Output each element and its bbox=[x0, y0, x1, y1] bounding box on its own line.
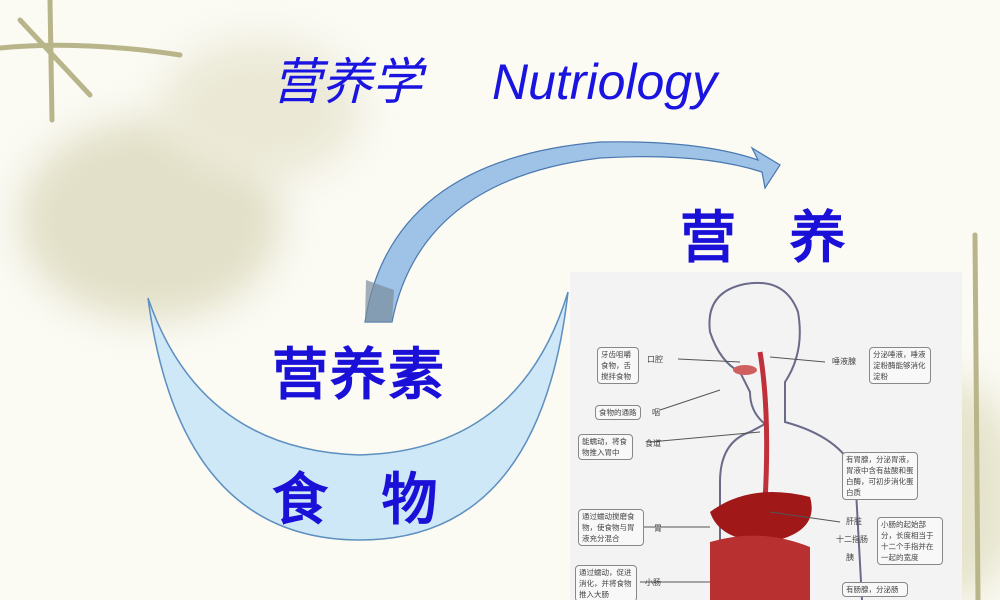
note-salivary: 分泌唾液，唾液淀粉酶能够消化淀粉 bbox=[869, 347, 931, 384]
digestive-system-diagram: 牙齿咀嚼食物，舌搅拌食物 口腔 食物的通路 咽 能蠕动，将食物推入胃中 食道 通… bbox=[570, 272, 962, 600]
organ-pharynx: 咽 bbox=[652, 408, 660, 417]
organ-stomach: 胃 bbox=[654, 524, 662, 533]
organ-mouth: 口腔 bbox=[647, 355, 663, 364]
note-pharynx: 食物的通路 bbox=[595, 405, 641, 420]
background-flower bbox=[160, 40, 360, 180]
note-stomach: 通过蠕动搅磨食物，使食物与胃液充分混合 bbox=[578, 509, 644, 546]
title-english: Nutriology bbox=[492, 54, 718, 110]
organ-salivary-gland: 唾液腺 bbox=[832, 357, 856, 366]
organ-esophagus: 食道 bbox=[645, 439, 661, 448]
curved-arrow bbox=[364, 141, 781, 323]
body-outline bbox=[640, 281, 863, 600]
note-esophagus: 能蠕动，将食物推入胃中 bbox=[578, 434, 633, 460]
organ-small-intestine: 小肠 bbox=[645, 578, 661, 587]
organ-liver: 肝脏 bbox=[846, 517, 862, 526]
note-gastric: 有胃腺，分泌胃液，胃液中含有盐酸和蛋白酶，可初步消化蛋白质 bbox=[842, 452, 918, 500]
food-crescent bbox=[147, 291, 569, 541]
title-chinese: 营养学 bbox=[272, 54, 422, 110]
slide-title: 营养学 Nutriology bbox=[272, 42, 717, 114]
note-small-intestine: 通过蠕动，促进消化，并将食物推入大肠 bbox=[575, 565, 637, 600]
food-label: 食 物 bbox=[272, 468, 440, 533]
nutrient-label: 营养素 bbox=[272, 343, 446, 408]
note-intestinal: 有肠腺，分泌肠 bbox=[842, 582, 908, 597]
organ-pancreas: 胰 bbox=[846, 553, 854, 562]
nutrition-label: 营 养 bbox=[680, 206, 848, 271]
note-mouth: 牙齿咀嚼食物，舌搅拌食物 bbox=[597, 347, 639, 384]
organ-duodenum: 十二指肠 bbox=[836, 535, 868, 544]
note-duodenum: 小肠的起始部分，长度相当于十二个手指并在一起的宽度 bbox=[877, 517, 943, 565]
